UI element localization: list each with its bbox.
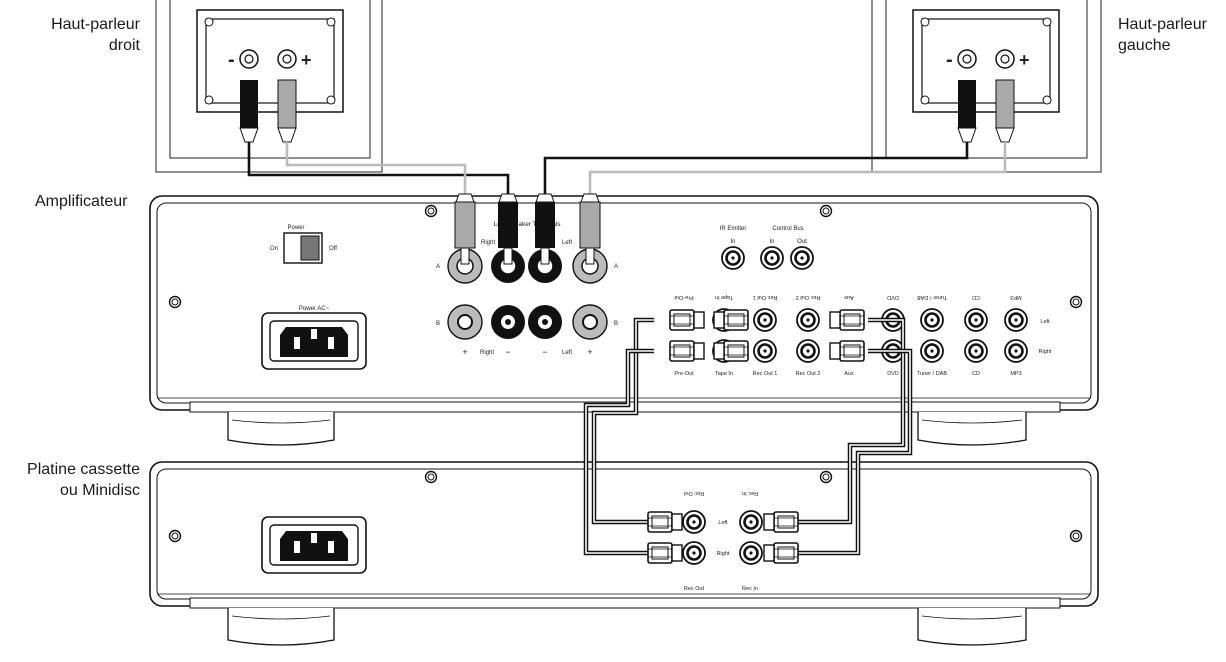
- label-amplifier: Amplificateur: [35, 191, 127, 212]
- tape-in-label: Tape In: [715, 294, 733, 300]
- right-label: Right: [1039, 349, 1052, 355]
- banana-plug-left-negative: [535, 193, 555, 265]
- interconnect-cables: [583, 317, 913, 556]
- deck-rca-jacks: Rec Out Rec In Left Right Rec Out Rec In: [681, 490, 764, 592]
- label-line: ou Minidisc: [59, 482, 140, 499]
- ir-control-bus: IR Emitter Control Bus In In Out: [720, 226, 815, 271]
- deck-chassis: [149, 461, 1099, 646]
- pre-out-label: Pre-Out: [674, 371, 694, 377]
- right-label: Right: [717, 551, 730, 557]
- out-label: Out: [797, 239, 807, 245]
- rec-in-label: Rec In: [742, 490, 758, 496]
- amp-rca-inputs: Pre-Out Tape In Rec Out 1 Rec Out 2 Aux …: [674, 294, 1052, 377]
- terminal-b-label: B: [436, 321, 440, 327]
- banana-plug-left-positive: [579, 193, 601, 265]
- cable-left-positive: [588, 142, 1007, 195]
- rec-in-label: Rec In: [742, 586, 758, 592]
- speaker-terminals-label: Loudspeaker Terminals: [493, 221, 561, 228]
- cable-left-negative: [543, 142, 969, 195]
- label-line: Platine cassette: [27, 461, 140, 478]
- label-line: droit: [108, 37, 140, 54]
- label-deck: Platine cassette ou Minidisc: [8, 459, 140, 501]
- left-label: Left: [1040, 319, 1050, 325]
- left-label: Left: [562, 240, 572, 246]
- minus-sign: -: [946, 49, 953, 71]
- power-switch: Power On Off: [270, 225, 337, 264]
- rec-out-2-label: Rec Out 2: [796, 371, 821, 377]
- tape-in-label: Tape In: [715, 371, 733, 377]
- label-line: Haut-parleur: [51, 16, 140, 33]
- speaker-cables: [247, 142, 1007, 195]
- tuner-dab-label: Tuner / DAB: [917, 371, 947, 377]
- right-label: Right: [480, 350, 494, 356]
- minus-label: −: [505, 347, 510, 357]
- label-speaker-left: Haut-parleur gauche: [1118, 14, 1207, 56]
- cable-tape-in: [583, 317, 654, 556]
- rec-out-label: Rec Out: [684, 586, 705, 592]
- left-label: Left: [718, 520, 728, 526]
- dvd-label: DVD: [887, 371, 899, 377]
- power-inlet-deck: [261, 516, 367, 574]
- in-label: In: [769, 239, 774, 245]
- ir-emitter-label: IR Emitter: [720, 226, 747, 232]
- label-line: Haut-parleur: [1118, 16, 1207, 33]
- dvd-label: DVD: [887, 294, 899, 300]
- aux-label: Aux: [844, 371, 854, 377]
- power-label: Power: [287, 225, 304, 231]
- speaker-right: - +: [155, 0, 383, 173]
- rec-out-1-label: Rec Out 1: [753, 294, 778, 300]
- cable-right-negative: [247, 142, 510, 195]
- minus-sign: -: [228, 49, 235, 71]
- cd-label: CD: [972, 371, 980, 377]
- left-label: Left: [562, 350, 572, 356]
- terminal-a-label: A: [614, 264, 618, 270]
- off-label: Off: [329, 246, 337, 252]
- label-speaker-right: Haut-parleur droit: [36, 14, 140, 56]
- in-label: In: [730, 239, 735, 245]
- mp3-label: MP3: [1010, 294, 1021, 300]
- rec-out-1-label: Rec Out 1: [753, 371, 778, 377]
- cable-rec-out-2: [790, 317, 913, 556]
- plus-label: +: [587, 347, 592, 357]
- minus-label: −: [542, 347, 547, 357]
- control-bus-label: Control Bus: [772, 226, 803, 232]
- rec-out-label: Rec Out: [683, 490, 704, 496]
- speaker-terminals: Loudspeaker Terminals Right Left A A B B…: [436, 193, 618, 357]
- mp3-label: MP3: [1010, 371, 1021, 377]
- pre-out-label: Pre-Out: [674, 294, 694, 300]
- plus-label: +: [462, 347, 467, 357]
- on-label: On: [270, 246, 278, 252]
- cd-label: CD: [972, 294, 980, 300]
- rec-out-2-label: Rec Out 2: [796, 294, 821, 300]
- right-label: Right: [481, 240, 495, 246]
- terminal-a-label: A: [436, 264, 440, 270]
- plus-sign: +: [1019, 50, 1030, 70]
- cable-right-positive: [285, 142, 467, 195]
- banana-plug-right-positive: [454, 193, 476, 265]
- terminal-b-label: B: [614, 321, 618, 327]
- power-inlet-amp: Power AC~: [261, 306, 367, 370]
- label-line: Amplificateur: [35, 193, 128, 210]
- tuner-dab-label: Tuner / DAB: [917, 294, 947, 300]
- speaker-left: - +: [871, 0, 1102, 173]
- aux-label: Aux: [844, 294, 854, 300]
- plus-sign: +: [301, 50, 312, 70]
- label-line: gauche: [1118, 37, 1171, 54]
- power-ac-label: Power AC~: [299, 306, 330, 312]
- banana-plug-right-negative: [498, 193, 518, 265]
